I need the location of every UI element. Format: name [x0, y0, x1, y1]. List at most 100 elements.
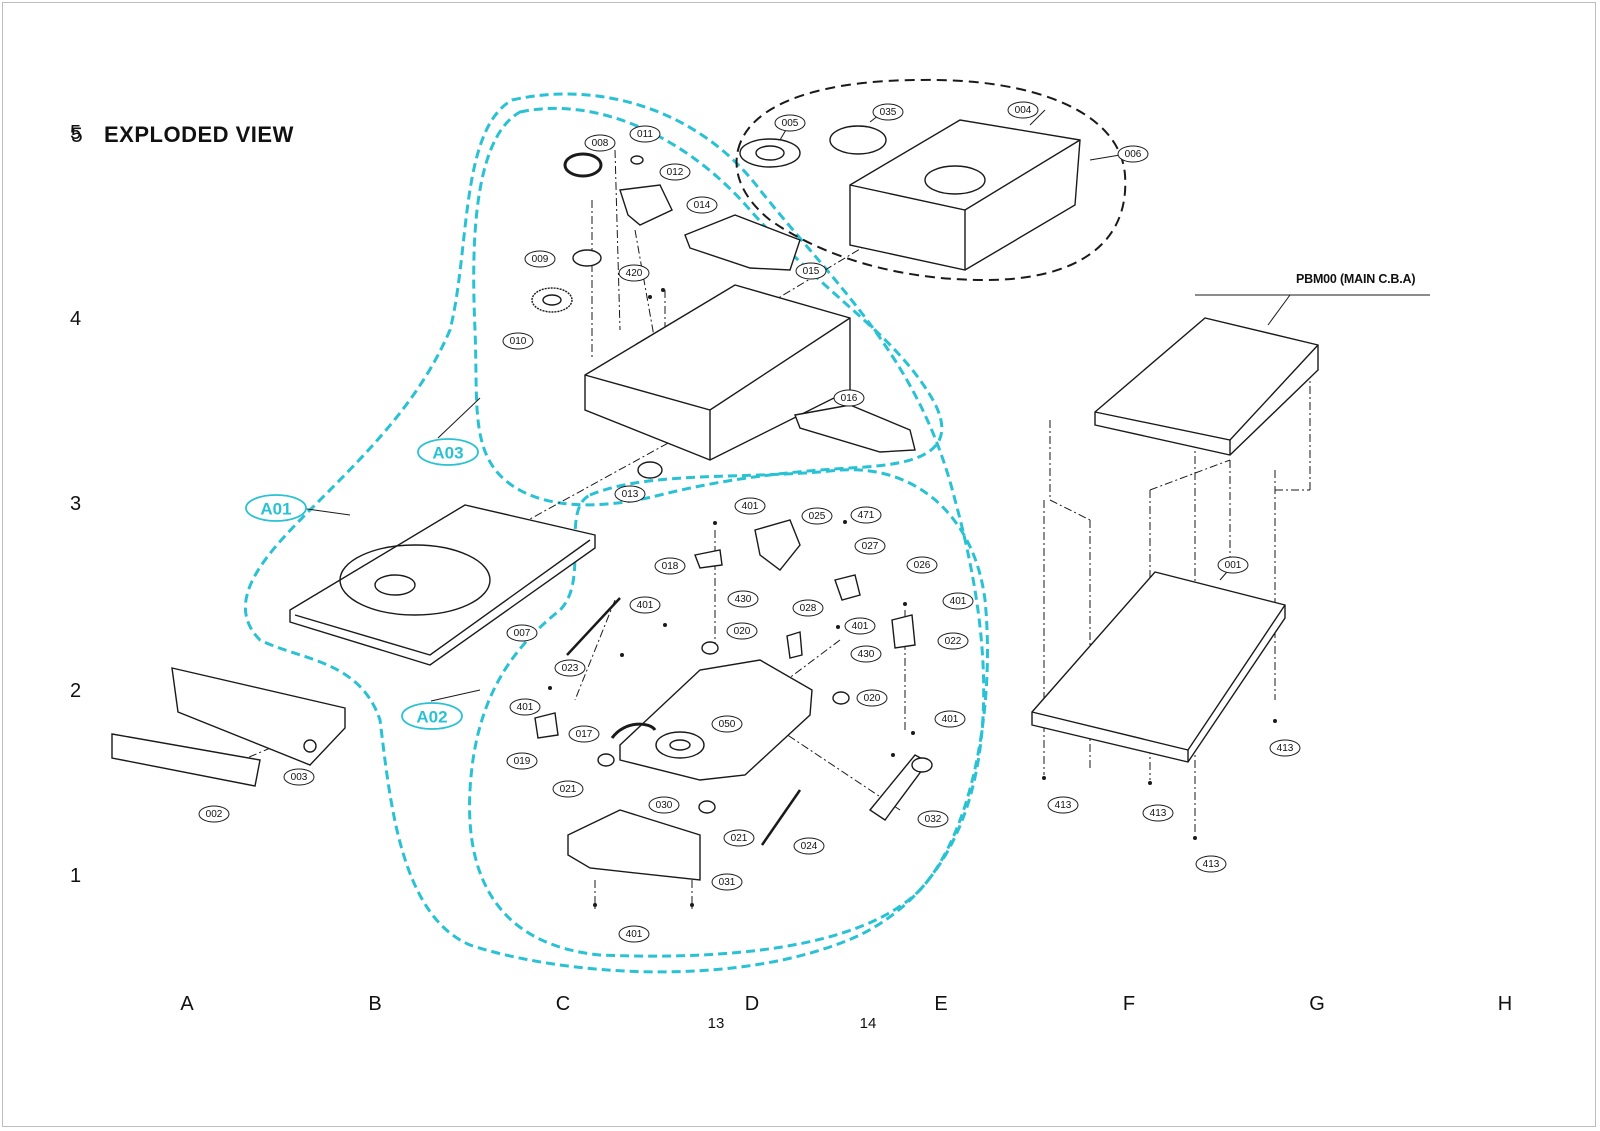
part-number: 003: [291, 772, 308, 783]
part-number: 018: [662, 561, 679, 572]
part-callout-031: 031: [711, 873, 743, 891]
part-number: 008: [592, 138, 609, 149]
part-callout-025: 025: [801, 507, 833, 525]
part-callout-471: 471: [850, 506, 882, 524]
part-number: 010: [510, 336, 527, 347]
part-number: 401: [742, 501, 759, 512]
part-number: 022: [945, 636, 962, 647]
part-shapes: [111, 119, 1319, 881]
part-number: 401: [852, 621, 869, 632]
part-callout-005: 005: [774, 114, 806, 132]
part-020-rubber-b: [832, 691, 850, 705]
part-019-switch: [534, 712, 559, 739]
part-number: 031: [719, 877, 736, 888]
part-callout-413: 413: [1047, 796, 1079, 814]
part-callout-024: 024: [793, 837, 825, 855]
row-label-2: 2: [70, 680, 82, 702]
part-024-shaft: [760, 789, 802, 846]
part-number: 471: [858, 510, 875, 521]
part-number: 430: [735, 594, 752, 605]
part-number: 401: [637, 600, 654, 611]
column-label-b: B: [368, 993, 382, 1015]
part-007-tray: [289, 504, 596, 666]
part-callout-012: 012: [659, 163, 691, 181]
main-board-label: PBM00 (MAIN C.B.A): [1296, 272, 1416, 286]
part-callout-401: 401: [509, 698, 541, 716]
part-011-screw: [630, 155, 644, 165]
part-number: 413: [1150, 808, 1167, 819]
part-pbm00-board: [1094, 317, 1319, 456]
part-021-rubber-b: [698, 800, 716, 814]
part-021-rubber: [597, 753, 615, 767]
part-number: 017: [576, 729, 593, 740]
part-018-switch: [694, 549, 723, 569]
page-number-right: 14: [859, 1015, 877, 1032]
part-number: 021: [731, 833, 748, 844]
part-number: 004: [1015, 105, 1032, 116]
part-028-guide: [786, 631, 803, 659]
part-callout-430: 430: [850, 645, 882, 663]
callout-a03: A03: [417, 438, 479, 466]
part-callout-016: 016: [833, 389, 865, 407]
page-title: EXPLODED VIEW: [104, 122, 294, 147]
part-023-shaft: [566, 597, 621, 656]
part-callout-023: 023: [554, 659, 586, 677]
part-013-motor: [637, 461, 663, 479]
part-callout-430: 430: [727, 590, 759, 608]
outline-group-006: [735, 78, 1127, 282]
part-callout-028: 028: [792, 599, 824, 617]
outline-a02: [468, 468, 989, 958]
part-number: 420: [626, 268, 643, 279]
part-callout-008: 008: [584, 134, 616, 152]
part-callout-010: 010: [502, 332, 534, 350]
part-003-bezel: [171, 667, 346, 766]
part-number: 020: [864, 693, 881, 704]
leader-lines: [299, 109, 1430, 702]
part-callout-014: 014: [686, 196, 718, 214]
part-callout-021: 021: [552, 780, 584, 798]
part-number: 401: [517, 702, 534, 713]
part-callout-401: 401: [942, 592, 974, 610]
part-callout-413: 413: [1269, 739, 1301, 757]
column-label-a: A: [180, 993, 194, 1015]
part-callout-002: 002: [198, 805, 230, 823]
part-026-bracket: [834, 574, 861, 601]
svg-text:A01: A01: [260, 500, 291, 519]
part-number: 026: [914, 560, 931, 571]
part-callout-011: 011: [629, 125, 661, 143]
column-label-e: E: [934, 993, 948, 1015]
part-number: 013: [622, 489, 639, 500]
part-callout-021: 021: [723, 829, 755, 847]
part-callout-026: 026: [906, 556, 938, 574]
part-016-slider: [794, 404, 916, 453]
part-number: 006: [1125, 149, 1142, 160]
part-002-door: [111, 733, 261, 787]
part-callout-017: 017: [568, 725, 600, 743]
part-004-cover: [849, 119, 1081, 271]
part-callout-032: 032: [917, 810, 949, 828]
part-callout-019: 019: [506, 752, 538, 770]
part-number: 005: [782, 118, 799, 129]
part-number: 032: [925, 814, 942, 825]
part-callout-018: 018: [654, 557, 686, 575]
part-025-pickup: [754, 519, 801, 571]
part-number: 023: [562, 663, 579, 674]
part-number: 024: [801, 841, 818, 852]
svg-text:A02: A02: [416, 708, 447, 727]
part-014-bracket: [684, 214, 801, 271]
row-label-4: 4: [70, 308, 82, 330]
part-callout-413: 413: [1142, 804, 1174, 822]
part-callout-413: 413: [1195, 855, 1227, 873]
part-number: 401: [942, 714, 959, 725]
part-callout-420: 420: [618, 264, 650, 282]
page-number-left: 13: [707, 1015, 725, 1032]
callout-a01: A01: [245, 494, 307, 522]
section-number: 5: [71, 124, 83, 147]
part-number: 028: [800, 603, 817, 614]
part-number: 019: [514, 756, 531, 767]
part-number: 007: [514, 628, 531, 639]
part-017-flex: [610, 722, 657, 739]
part-number: 015: [803, 266, 820, 277]
part-number: 020: [734, 626, 751, 637]
